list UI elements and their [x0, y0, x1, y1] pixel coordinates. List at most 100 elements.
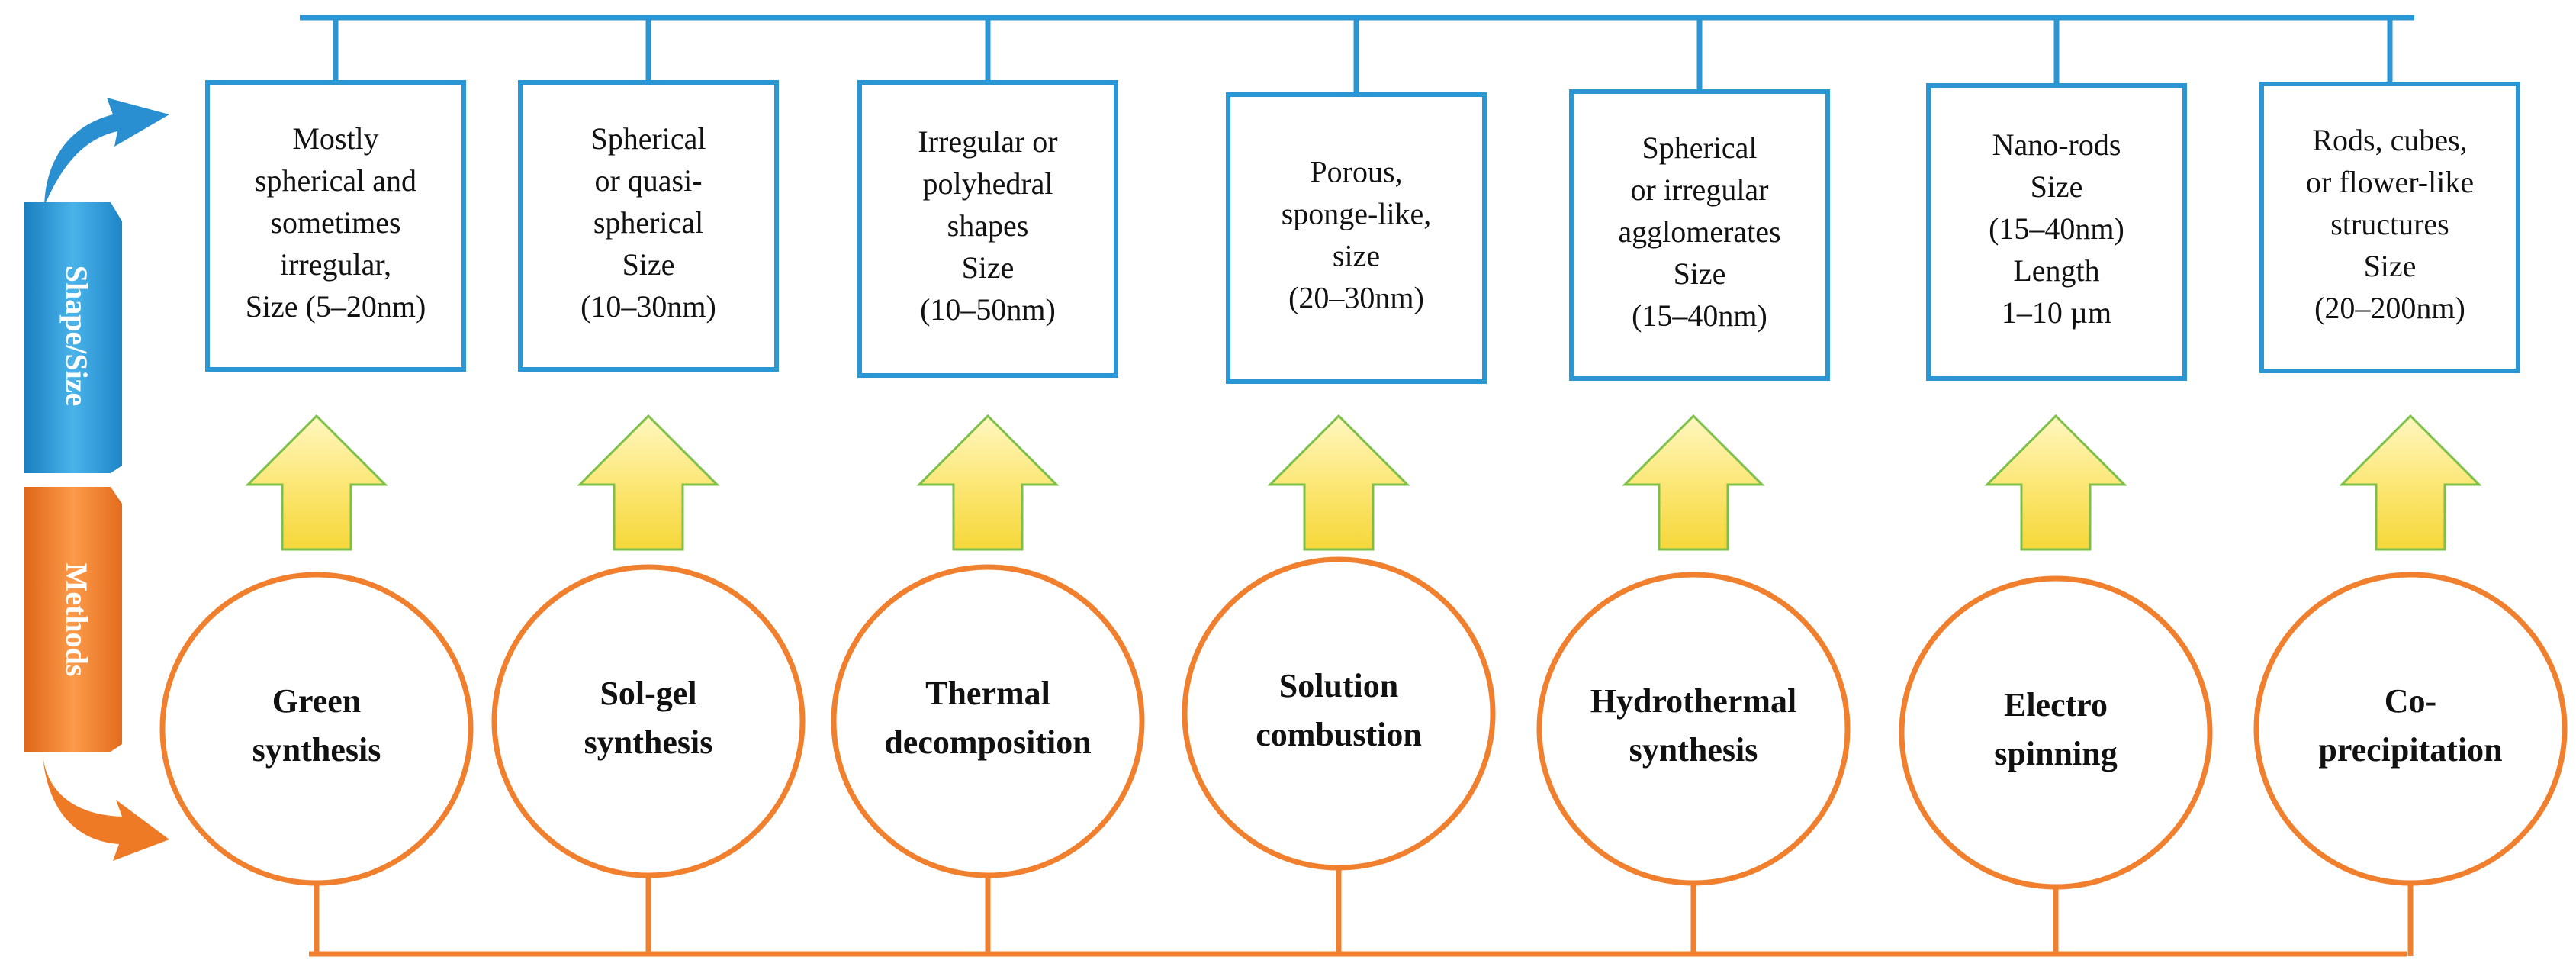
shape-size-text-line: (15–40nm): [1632, 298, 1767, 333]
curved-arrow-down-icon: [43, 756, 169, 861]
curved-arrow-up-icon: [44, 98, 169, 206]
method-column: Mostly spherical and sometimes irregular, Si…: [159, 80, 474, 886]
method-name-line: synthesis: [1629, 731, 1758, 769]
method-circle: [1899, 575, 2213, 890]
shape-size-text: Porous, sponge-like, size (20–30nm): [1282, 155, 1432, 315]
shape-size-text-line: (20–200nm): [2314, 291, 2465, 325]
shape-size-text-line: Irregular or: [918, 124, 1057, 159]
methods-side-label: Methods: [24, 487, 169, 861]
shape-size-box: [518, 80, 779, 372]
shape-size-text-line: (10–50nm): [920, 292, 1056, 327]
method-name: Solution combustion: [1256, 667, 1422, 753]
shape-size-text-line: sponge-like,: [1282, 197, 1432, 231]
method-circle: [159, 572, 474, 886]
shape-size-text-line: Porous,: [1310, 155, 1402, 189]
shape-size-text-line: Size: [622, 247, 675, 282]
shape-size-text-line: Size: [2031, 169, 2083, 204]
shape-size-box: [1569, 89, 1830, 381]
shape-size-text-line: sometimes: [270, 205, 400, 240]
method-circle: [1182, 556, 1496, 871]
shape-size-box: [857, 80, 1118, 378]
up-arrow-icon: [1267, 414, 1410, 551]
shape-size-box: [1926, 83, 2187, 381]
shape-size-text-line: structures: [2330, 207, 2449, 241]
shape-size-text-line: Size (5–20nm): [246, 289, 426, 324]
shape-size-box: [2259, 82, 2520, 373]
up-arrow-icon: [2339, 414, 2482, 551]
up-arrow-icon: [1984, 414, 2127, 551]
shape-size-text-line: Rods, cubes,: [2312, 123, 2467, 157]
up-arrow-icon: [577, 414, 720, 551]
method-name-line: combustion: [1256, 716, 1422, 753]
shape-size-text-line: (10–30nm): [580, 289, 716, 324]
method-name-line: Electro: [2004, 686, 2108, 723]
method-name-line: spinning: [1994, 735, 2117, 772]
method-circle: [831, 564, 1145, 878]
shape-size-text-line: polyhedral: [922, 166, 1053, 201]
shape-size-text-line: Spherical: [590, 121, 706, 156]
method-name-line: Sol-gel: [600, 675, 696, 712]
shape-size-text-line: or flower-like: [2306, 165, 2474, 199]
shape-size-text-line: Size: [1674, 256, 1726, 291]
method-name-line: decomposition: [884, 723, 1091, 761]
shape-size-text-line: shapes: [947, 208, 1029, 243]
method-name-line: Solution: [1279, 667, 1399, 704]
method-name: Electro spinning: [1994, 686, 2117, 772]
shape-size-text-line: Size: [2364, 249, 2417, 283]
shape-size-text-line: irregular,: [280, 247, 391, 282]
shape-size-text-line: Nano-rods: [1992, 127, 2121, 162]
shape-size-side-label: Shape/Size: [24, 98, 169, 473]
method-circle: [1536, 572, 1851, 886]
shape-size-box: [1226, 92, 1487, 384]
shape-size-text-line: (20–30nm): [1288, 281, 1424, 315]
up-arrow-icon: [1622, 414, 1765, 551]
method-name-line: synthesis: [584, 723, 713, 761]
method-name: Co-precipitation: [2318, 682, 2502, 769]
method-circle: [491, 564, 806, 878]
shape-size-text-line: or irregular: [1630, 172, 1768, 207]
shape-size-text-line: Size: [962, 250, 1015, 285]
shape-size-text-line: spherical and: [255, 163, 416, 198]
up-arrow-icon: [245, 414, 388, 551]
method-name-line: Thermal: [925, 675, 1050, 712]
method-name: Green synthesis: [252, 682, 381, 769]
shape-size-label: Shape/Size: [59, 266, 94, 406]
shape-size-label-box: [24, 202, 122, 473]
methods-label: Methods: [59, 563, 94, 677]
method-circle: [2253, 572, 2568, 886]
method-name-line: synthesis: [252, 731, 381, 769]
methods-label-box: [24, 487, 122, 752]
shape-size-text: Mostly spherical and sometimes irregular, Si…: [246, 121, 426, 324]
method-name: Thermal decomposition: [884, 675, 1091, 761]
up-arrow-icon: [916, 414, 1060, 551]
method-name: Sol-gel synthesis: [584, 675, 713, 761]
method-name-line: precipitation: [2318, 731, 2502, 769]
shape-size-text-line: Spherical: [1642, 131, 1757, 165]
shape-size-text-line: Length: [2013, 253, 2099, 288]
method-name-line: Green: [272, 682, 362, 720]
method-name: Hydrothermal synthesis: [1590, 682, 1797, 769]
shape-size-text-line: or quasi-: [594, 163, 702, 198]
shape-size-text-line: 1–10 µm: [2002, 295, 2111, 330]
shape-size-text-line: spherical: [593, 205, 703, 240]
method-column: Porous, sponge-like, size (20–30nm) Solution…: [1182, 92, 1496, 871]
method-name-line: Hydrothermal: [1590, 682, 1797, 720]
shape-size-text-line: size: [1333, 239, 1380, 273]
method-name-line: Co-: [2385, 682, 2436, 720]
shape-size-text-line: agglomerates: [1618, 214, 1780, 249]
shape-size-text-line: Mostly: [292, 121, 378, 156]
shape-size-text-line: (15–40nm): [1989, 211, 2124, 246]
shape-size-box: [205, 80, 466, 372]
